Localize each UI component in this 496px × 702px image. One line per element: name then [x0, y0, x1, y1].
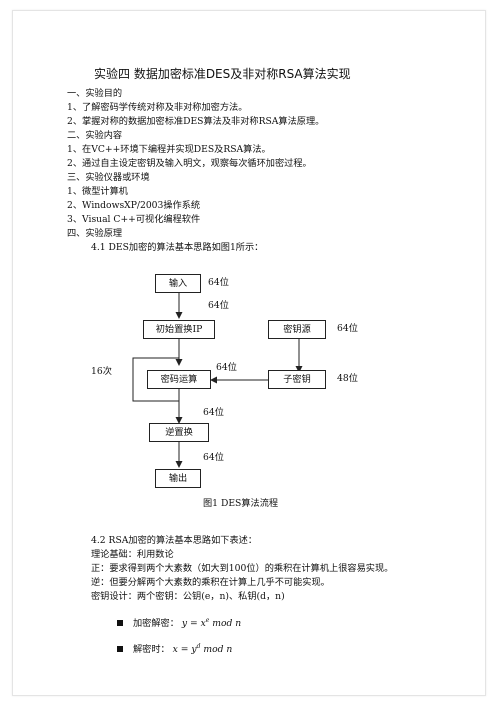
label-subkey-bits: 48位 [337, 373, 358, 384]
label-16-rounds: 16次 [91, 366, 112, 377]
label-inverse-output-bits: 64位 [203, 452, 224, 463]
section-heading-principle: 四、实验原理 [67, 228, 123, 239]
page-title: 实验四 数据加密标准DES及非对称RSA算法实现 [94, 67, 351, 81]
rsa-forward: 正：要求得到两个大素数（如大到100位）的乘积在计算机上很容易实现。 [91, 563, 394, 574]
box-input: 输入 [155, 274, 201, 293]
label-cipher-output-bits: 64位 [203, 407, 224, 418]
box-cipher-operation: 密码运算 [147, 370, 211, 389]
objective-item-1: 1、了解密码学传统对称及非对称加密方法。 [67, 102, 248, 113]
content-item-2: 2、通过自主设定密钥及输入明文，观察每次循环加密过程。 [67, 158, 312, 169]
rsa-basis: 理论基础：利用数论 [91, 549, 174, 560]
loop-16-rounds [132, 357, 179, 402]
rsa-encrypt-formula: y = xe mod n [181, 617, 242, 630]
environment-item-1: 1、微型计算机 [67, 186, 128, 197]
document-page: 实验四 数据加密标准DES及非对称RSA算法实现 一、实验目的 1、了解密码学传… [12, 10, 486, 696]
rsa-encrypt-label: 加密解密： [133, 618, 179, 630]
box-output: 输出 [155, 469, 201, 488]
figure-caption: 图1 DES算法流程 [203, 498, 279, 509]
rsa-decrypt-formula: x = yd mod n [172, 643, 233, 656]
environment-item-3: 3、Visual C++可视化编程软件 [67, 214, 201, 225]
box-key-source: 密钥源 [268, 320, 326, 339]
diagram-connectors [132, 293, 303, 468]
label-input-bits: 64位 [208, 277, 229, 288]
box-subkey: 子密钥 [268, 370, 326, 389]
label-cipher-input-bits: 64位 [216, 362, 237, 373]
content-item-1: 1、在VC++环境下编程并实现DES及RSA算法。 [67, 144, 271, 155]
box-inverse-permutation: 逆置换 [149, 423, 209, 442]
label-key-bits: 64位 [337, 323, 358, 334]
rsa-intro: 4.2 RSA加密的算法基本思路如下表述： [91, 535, 258, 546]
bullet-icon [117, 619, 123, 626]
section-heading-content: 二、实验内容 [67, 130, 123, 141]
des-intro: 4.1 DES加密的算法基本思路如图1所示： [91, 242, 264, 253]
rsa-encrypt-line: 加密解密： y = xe mod n [117, 615, 241, 630]
environment-item-2: 2、WindowsXP/2003操作系统 [67, 200, 201, 211]
rsa-decrypt-label: 解密时： [133, 644, 170, 656]
bullet-icon [117, 645, 123, 652]
label-ip-bits: 64位 [208, 300, 229, 311]
rsa-decrypt-line: 解密时： x = yd mod n [117, 641, 232, 656]
section-heading-objective: 一、实验目的 [67, 88, 123, 99]
rsa-key-design: 密钥设计：两个密钥：公钥(e，n)、私钥(d，n) [91, 591, 285, 602]
box-initial-permutation: 初始置换IP [143, 320, 215, 339]
section-heading-environment: 三、实验仪器或环境 [67, 172, 150, 183]
rsa-reverse: 逆：但要分解两个大素数的乘积在计算上几乎不可能实现。 [91, 577, 330, 588]
objective-item-2: 2、掌握对称的数据加密标准DES算法及非对称RSA算法原理。 [67, 116, 325, 127]
